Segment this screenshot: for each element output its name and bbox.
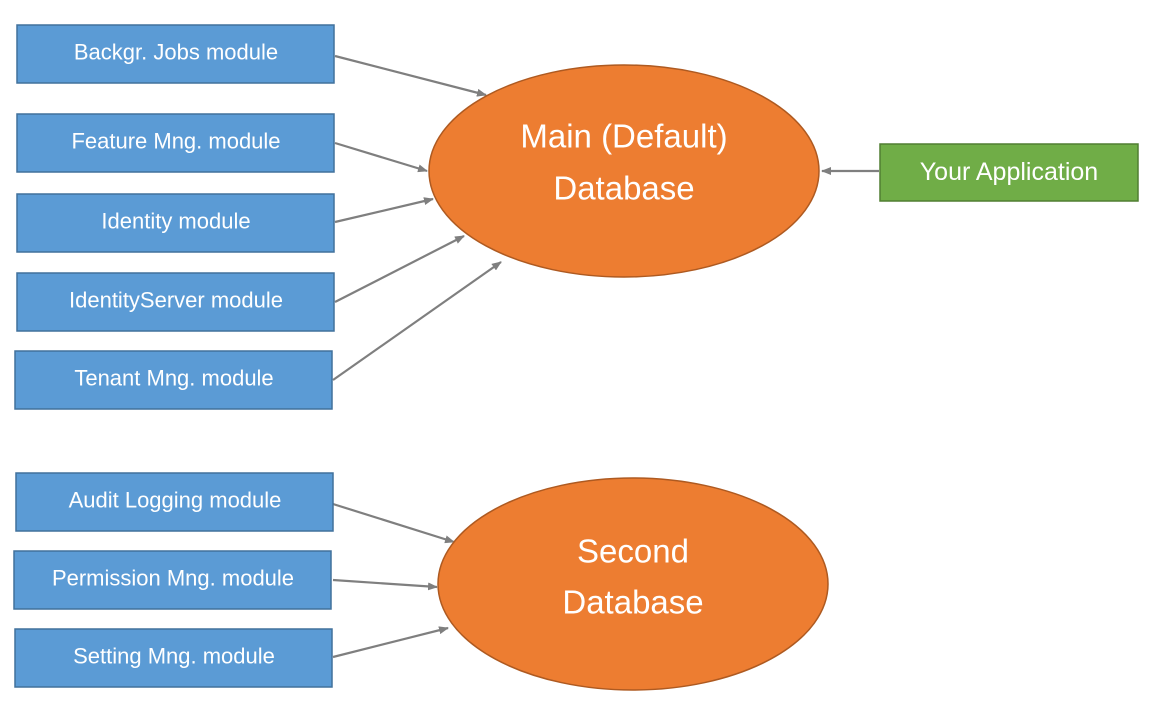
module-label: Setting Mng. module — [73, 644, 275, 669]
main-database: Main (Default) Database — [428, 64, 820, 278]
main-database-label-line1: Main (Default) — [520, 118, 727, 155]
module-box-audit-logging: Audit Logging module — [15, 472, 334, 532]
module-label: Permission Mng. module — [52, 566, 294, 591]
module-label: Backgr. Jobs module — [74, 40, 278, 65]
connector-backgr-jobs-to-main-db — [334, 54, 487, 97]
module-box-tenant-mng: Tenant Mng. module — [14, 350, 333, 410]
module-label: Audit Logging module — [69, 488, 282, 513]
connector-tenant-mng-to-main-db — [332, 261, 502, 381]
second-database-label-line2: Database — [562, 584, 703, 621]
application-label: Your Application — [920, 158, 1098, 186]
module-box-identityserver: IdentityServer module — [16, 272, 335, 332]
module-box-identity: Identity module — [16, 193, 335, 253]
second-database: Second Database — [437, 477, 829, 691]
module-box-feature-mng: Feature Mng. module — [16, 113, 335, 173]
connector-identity-to-main-db — [334, 197, 434, 224]
module-box-permission-mng: Permission Mng. module — [13, 550, 332, 610]
connector-permission-mng-to-second-db — [332, 578, 438, 591]
module-label: IdentityServer module — [69, 288, 283, 313]
main-database-label-line2: Database — [553, 170, 694, 207]
module-label: Feature Mng. module — [71, 129, 280, 154]
module-label: Tenant Mng. module — [74, 366, 273, 391]
connector-identityserver-to-main-db — [334, 235, 465, 303]
connector-feature-mng-to-main-db — [334, 141, 428, 173]
second-database-label-line1: Second — [577, 533, 689, 570]
connector-setting-mng-to-second-db — [332, 626, 449, 659]
module-box-backgr-jobs: Backgr. Jobs module — [16, 24, 335, 84]
application-box: Your Application — [879, 143, 1139, 202]
connector-audit-logging-to-second-db — [332, 502, 455, 544]
module-label: Identity module — [101, 209, 250, 234]
module-box-setting-mng: Setting Mng. module — [14, 628, 333, 688]
